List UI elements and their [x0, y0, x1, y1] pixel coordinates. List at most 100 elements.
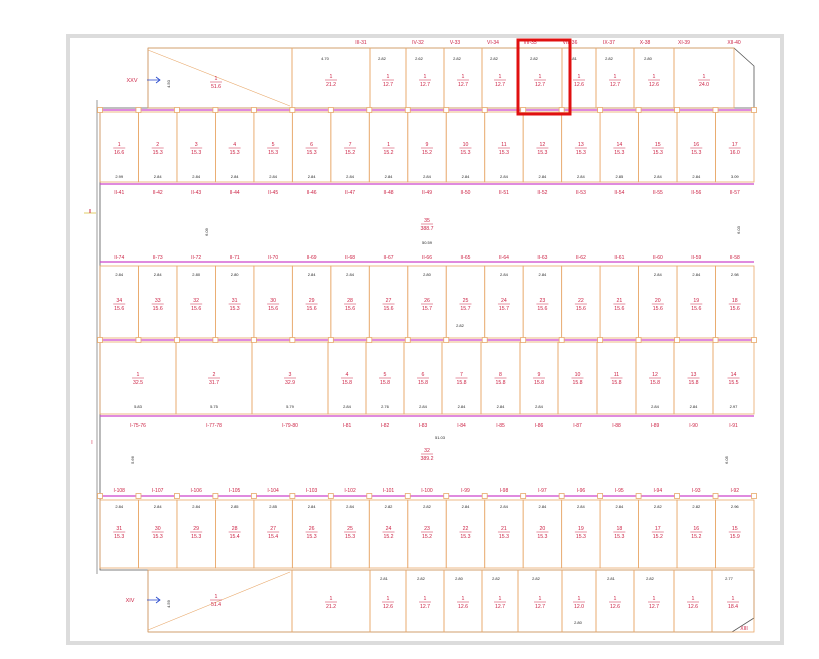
row-d-unit-number: 17: [655, 526, 661, 532]
row-d-unit-number: 18: [616, 526, 622, 532]
row-a-unit-number: 12: [540, 142, 546, 148]
row-c-dim: 2.84: [343, 404, 352, 409]
top-unit-number: 1: [539, 74, 542, 80]
row-d-unit-area: 15.4: [268, 534, 278, 540]
axis-row-2-label: II-59: [691, 255, 701, 261]
axis-node: [250, 107, 257, 113]
bottom-unit-area: 12.7: [495, 604, 505, 610]
axis-row-4-label: I-99: [461, 488, 470, 494]
row-a-dim: 2.85: [615, 174, 624, 179]
axis-row-4-label: I-97: [538, 488, 547, 494]
axis-row-3-label: I-87: [573, 423, 582, 429]
axis-row-2-label: II-65: [460, 255, 470, 261]
axis-row-4-label: I-106: [190, 488, 202, 494]
axis-node: [558, 107, 565, 113]
top-unit-dim: 2.82: [453, 56, 462, 61]
top-unit-number: 1: [614, 74, 617, 80]
row-c-unit-number: 7: [460, 372, 463, 378]
axis-row-4-label: I-94: [654, 488, 663, 494]
row-b-unit-area: 15.6: [114, 306, 124, 312]
row-b-unit-area: 15.7: [499, 306, 509, 312]
bottom-unit-dim: 2.77: [725, 576, 734, 581]
row-d-unit-number: 31: [116, 526, 122, 532]
row-b-unit-number: 28: [347, 298, 353, 304]
axis-row-3-label: I-85: [496, 423, 505, 429]
row-a-unit-number: 7: [349, 142, 352, 148]
row-b-dim: 2.84: [154, 272, 163, 277]
axis-row-3-label: I-82: [381, 423, 390, 429]
bottom-unit-area: 12.6: [610, 604, 620, 610]
row-d-dim: 2.85: [269, 504, 278, 509]
axis-row-1-label: II-43: [191, 190, 201, 196]
axis-node: [443, 493, 450, 499]
row-d-unit-number: 19: [578, 526, 584, 532]
top-unit-area: 21.2: [326, 82, 336, 88]
axis-row-3-label: I-91: [729, 423, 738, 429]
row-b-unit-number: 24: [501, 298, 507, 304]
axis-row-1-label: II-49: [422, 190, 432, 196]
axis-node: [327, 107, 334, 113]
axis-row-1-label: II-44: [230, 190, 240, 196]
top-axis-label: IV-32: [412, 40, 424, 46]
axis-row-4-label: I-105: [229, 488, 241, 494]
row-c-dim: 2.84: [651, 404, 660, 409]
row-a-unit-number: 15: [655, 142, 661, 148]
row-c-unit-area: 32.5: [133, 380, 143, 386]
row-b-dim: 2.80: [423, 272, 432, 277]
axis-row-2-label: II-64: [499, 255, 509, 261]
row-d-dim: 2.96: [731, 504, 740, 509]
axis-row-1-label: II-53: [576, 190, 586, 196]
top-axis-label: X-38: [640, 40, 651, 46]
row-d-dim: 2.84: [577, 504, 586, 509]
row-b-unit-number: 27: [386, 298, 392, 304]
bottom-unit-room: [711, 569, 755, 633]
row-c-unit-number: 14: [731, 372, 737, 378]
row-b-dim: 2.84: [500, 272, 509, 277]
axis-row-1-label: II-52: [537, 190, 547, 196]
row-d-unit-number: 15: [732, 526, 738, 532]
row-a-unit-area: 15.3: [268, 150, 278, 156]
axis-node: [597, 493, 604, 499]
row-d-unit-area: 15.9: [730, 534, 740, 540]
row-a-dim: 2.84: [346, 174, 355, 179]
row-b-unit-area: 15.6: [537, 306, 547, 312]
arrow-icon: [147, 76, 161, 84]
row-d-dim: 2.84: [154, 504, 163, 509]
row-c-unit-area: 15.8: [688, 380, 698, 386]
bottom-unit-area: 12.6: [383, 604, 393, 610]
row-d-unit-number: 23: [424, 526, 430, 532]
row-b-unit-number: 31: [232, 298, 238, 304]
top-unit-area: 12.7: [420, 82, 430, 88]
axis-node: [250, 337, 257, 343]
axis-row-2-label: II-68: [345, 255, 355, 261]
axis-node: [520, 337, 527, 343]
corridor-2-area: 389.2: [421, 456, 434, 462]
row-d-dim: 2.84: [192, 504, 201, 509]
axis-row-1-label: II-46: [307, 190, 317, 196]
bottom-left-diagonal: [147, 571, 291, 631]
top-unit-number: 1: [703, 74, 706, 80]
bottom-unit-area: 12.7: [420, 604, 430, 610]
axis-node: [97, 107, 103, 113]
axis-node: [481, 107, 488, 113]
axis-row-3-label: I-88: [612, 423, 621, 429]
axis-row-2-label: II-67: [384, 255, 394, 261]
selected-unit-highlight[interactable]: [516, 38, 572, 116]
bottom-unit-number: 1: [539, 596, 542, 602]
row-a-unit-number: 2: [156, 142, 159, 148]
row-c-dim: 5.75: [210, 404, 219, 409]
corridor-2-axis-label: I: [91, 440, 92, 446]
row-b-unit-number: 23: [540, 298, 546, 304]
axis-node: [404, 337, 411, 343]
top-unit-number: 1: [330, 74, 333, 80]
axis-node: [174, 107, 180, 113]
row-a-unit-area: 15.2: [383, 150, 393, 156]
row-a-unit-area: 15.3: [614, 150, 624, 156]
row-c-unit-number: 4: [346, 372, 349, 378]
row-a-dim: 2.84: [539, 174, 548, 179]
axis-node: [712, 337, 719, 343]
row-d-dim: 2.82: [654, 504, 663, 509]
top-unit-dim: 2.82: [530, 56, 539, 61]
corridor-2-dim: 51.03: [435, 435, 446, 440]
